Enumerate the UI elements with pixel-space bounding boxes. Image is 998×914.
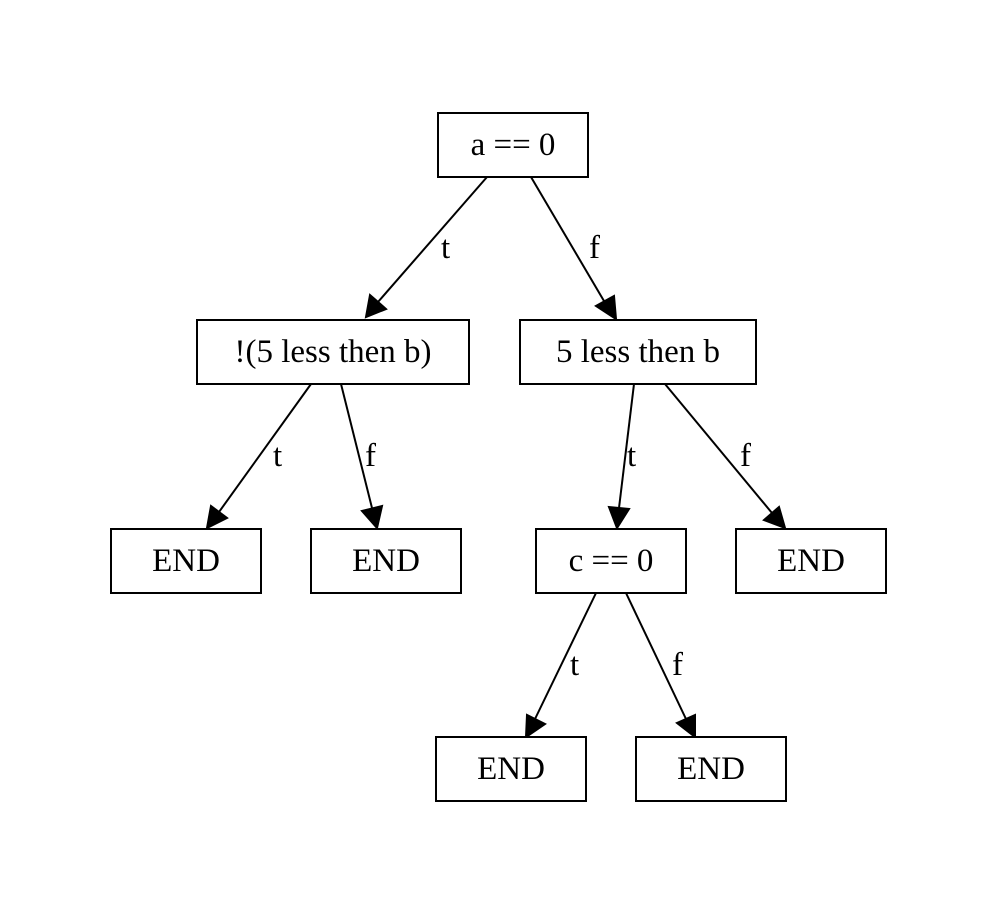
edge-label-f: f: [672, 647, 683, 683]
edge-label-t: t: [273, 438, 282, 474]
node-not-five-less-then-b: !(5 less then b): [196, 319, 470, 385]
edge-label-t: t: [441, 230, 450, 266]
edge-root-to-less: f: [530, 176, 618, 321]
edge-c-zero-to-end-4: t: [524, 592, 597, 739]
node-label: END: [352, 543, 420, 579]
node-label: !(5 less then b): [234, 334, 431, 370]
edge-less-to-end-3: f: [664, 383, 787, 530]
node-label: END: [677, 751, 745, 787]
node-label: END: [152, 543, 220, 579]
node-label: END: [477, 751, 545, 787]
edge-root-to-not-less: t: [364, 176, 488, 319]
node-label: c == 0: [569, 543, 654, 579]
edge-label-f: f: [365, 438, 376, 474]
node-c-equals-zero: c == 0: [535, 528, 687, 594]
edge-not-less-to-end-1: t: [205, 383, 312, 530]
edge-less-to-c-zero: t: [607, 383, 636, 531]
edge-label-t: t: [570, 647, 579, 683]
node-a-equals-zero: a == 0: [437, 112, 589, 178]
node-end: END: [635, 736, 787, 802]
edge-label-t: t: [627, 438, 636, 474]
edge-label-f: f: [589, 230, 600, 266]
node-label: 5 less then b: [556, 334, 720, 370]
node-five-less-then-b: 5 less then b: [519, 319, 757, 385]
node-label: END: [777, 543, 845, 579]
node-end: END: [435, 736, 587, 802]
edge-label-f: f: [740, 438, 751, 474]
node-end: END: [110, 528, 262, 594]
edge-c-zero-to-end-5: f: [625, 592, 696, 740]
edge-not-less-to-end-2: f: [340, 383, 384, 531]
node-label: a == 0: [471, 127, 556, 163]
node-end: END: [310, 528, 462, 594]
node-end: END: [735, 528, 887, 594]
